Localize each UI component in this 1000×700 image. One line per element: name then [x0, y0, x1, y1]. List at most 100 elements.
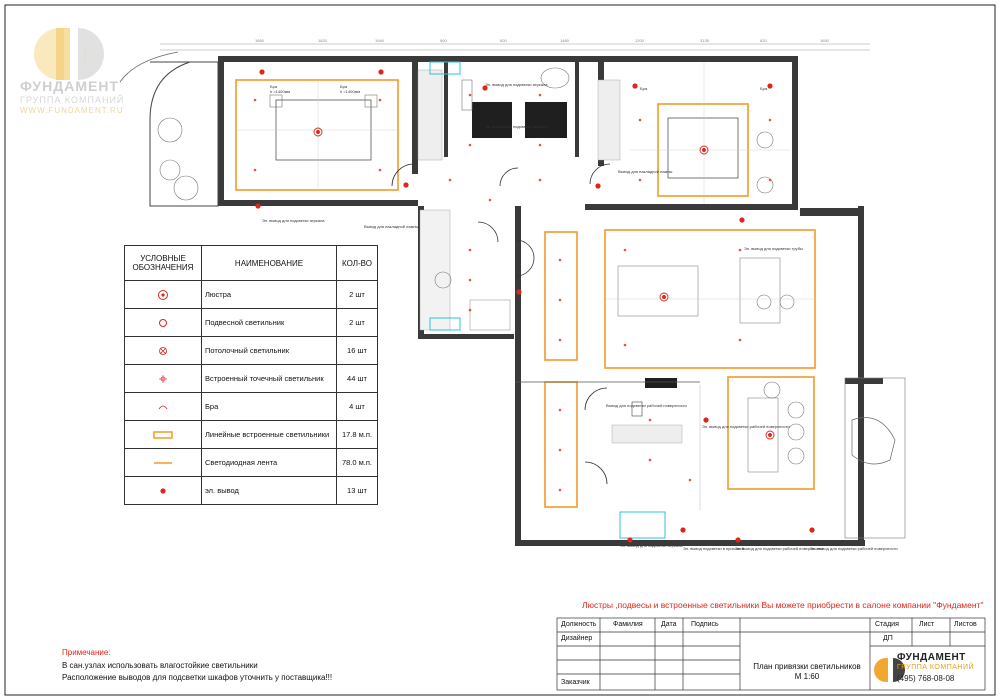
door: [477, 221, 499, 243]
bra-label: Бра: [760, 86, 768, 91]
chandelier-markers: [313, 127, 775, 440]
sheet-title-block: План привязки светильников М 1:60: [747, 662, 867, 682]
left-bedroom: [235, 79, 399, 191]
sconce-icon: [152, 400, 174, 414]
spot-light-markers: [253, 93, 772, 492]
tb-stage-value: ДП: [883, 635, 893, 642]
legend-name: Линейные встроенные светильники: [201, 420, 337, 449]
spot-light-icon: [152, 372, 174, 386]
legend-row: Светодиодная лента 78.0 м.п.: [124, 448, 378, 477]
bottom-out-label: Эл. вывод для подсветки рабочей поверхно…: [810, 546, 898, 551]
legend-name: Потолочный светильник: [201, 336, 337, 365]
lamp-out-label: Вывод для накладной лампы: [618, 169, 673, 174]
right-bedroom: [630, 62, 790, 204]
legend-name: Встроенный точечный светильник: [201, 364, 337, 393]
legend-qty: 44 шт: [336, 364, 378, 393]
tb-stage-header: Стадия: [875, 621, 899, 628]
brand-group: ГРУППА КОМПАНИЙ: [897, 664, 975, 671]
dim-label: 1620: [318, 38, 328, 43]
logo-group-label: ГРУППА КОМПАНИЙ: [20, 95, 125, 105]
legend-qty: 2 шт: [336, 280, 378, 309]
balcony-furniture: [157, 117, 199, 201]
vanity-dark: [472, 102, 512, 138]
bed: [667, 117, 739, 179]
tb-sheet-header: Лист: [919, 621, 935, 628]
legend-name: Люстра: [201, 280, 337, 309]
legend-row: Люстра 2 шт: [124, 280, 378, 309]
legend-qty: 17.8 м.п.: [336, 420, 378, 449]
balcony-right-wall: [800, 208, 860, 216]
central-bathroom: [429, 61, 570, 138]
brand-mark-icon: [874, 656, 905, 684]
door: [499, 167, 519, 187]
dim-label: 1650: [820, 38, 830, 43]
logo-company-name: ФУНДАМЕНТ: [20, 78, 119, 94]
living-room: [544, 229, 816, 369]
tube-out-label: Эл. вывод для подсветки трубы: [744, 246, 803, 251]
mirror-out-label: Эл. вывод для подсветки зеркала: [485, 124, 548, 129]
tb-col-date: Дата: [661, 621, 677, 628]
legend-name: эл. вывод: [201, 476, 337, 505]
air-vent-icon: [619, 511, 666, 539]
legend-table: УСЛОВНЫЕ ОБОЗНАЧЕНИЯ НАИМЕНОВАНИЕ КОЛ-ВО…: [124, 245, 378, 505]
kitchen-island: [747, 397, 779, 473]
tb-designer: Дизайнер: [561, 635, 593, 642]
legend-qty: 4 шт: [336, 392, 378, 421]
bra-label: Бра: [340, 84, 348, 89]
legend-row: эл. вывод 13 шт: [124, 476, 378, 505]
top-dimensions: [160, 43, 870, 51]
vanity-dark: [525, 102, 567, 138]
legend-row: Линейные встроенные светильники 17.8 м.п…: [124, 420, 378, 449]
note-line: Расположение выводов для подсветки шкафо…: [62, 673, 333, 682]
legend-name: Бра: [201, 392, 337, 421]
note-title: Примечание:: [62, 648, 111, 657]
legend-row: Подвесной светильник 2 шт: [124, 308, 378, 337]
electric-outlet-markers: [255, 69, 815, 543]
legend-name: Подвесной светильник: [201, 308, 337, 337]
linear-light-icon: [152, 428, 174, 442]
plan-labels: Бра h =1400мм Бра h =1400мм Бра Бра Эл. …: [262, 82, 898, 551]
legend-qty: 2 шт: [336, 308, 378, 337]
door: [589, 163, 611, 185]
air-vent-icon: [429, 317, 461, 331]
linear-light-frame: [544, 381, 578, 508]
dim-label: 620: [760, 38, 767, 43]
door: [391, 163, 415, 187]
led-strip-icon: [152, 456, 174, 470]
bra-height-label: h =1400мм: [340, 89, 360, 94]
linear-light-frame: [544, 231, 578, 361]
tb-col-position: Должность: [561, 621, 597, 628]
doors: [391, 163, 611, 485]
wardrobe-hatch: [417, 69, 683, 444]
bra-label: Бра: [270, 84, 278, 89]
legend-row: Потолочный светильник 16 шт: [124, 336, 378, 365]
tb-col-surname: Фамилия: [613, 621, 643, 628]
dining-table: [739, 257, 781, 324]
dim-label: 3135: [700, 38, 710, 43]
table-out-label: Эл. вывод для подсветки рабочей поверхно…: [702, 424, 790, 429]
legend-header: УСЛОВНЫЕ ОБОЗНАЧЕНИЯ: [124, 245, 202, 281]
legend-header: НАИМЕНОВАНИЕ: [201, 245, 337, 281]
pendant-light-icon: [152, 316, 174, 330]
dim-label: 1660: [255, 38, 265, 43]
legend-qty: 13 шт: [336, 476, 378, 505]
legend-row: Бра 4 шт: [124, 392, 378, 421]
note-line: В сан.узлах использовать влагостойкие св…: [62, 661, 258, 670]
tb-sheets-header: Листов: [954, 621, 977, 628]
bottom-out-label: Эл. вывод для подсветки зеркала: [620, 543, 683, 548]
legend-row: Встроенный точечный светильник 44 шт: [124, 364, 378, 393]
sheet-frame: [4, 4, 996, 696]
dim-label: 1200: [635, 38, 645, 43]
sheet-scale: М 1:60: [794, 672, 820, 681]
door: [584, 387, 608, 411]
ceiling-light-icon: [152, 344, 174, 358]
mirror-out-label: Эл. вывод для подсветки зеркала: [262, 218, 325, 223]
electric-outlet-icon: [152, 484, 174, 498]
bottom-out-label: Эл. вывод для подсветки рабочей поверхно…: [735, 546, 823, 551]
tb-col-signature: Подпись: [691, 621, 719, 628]
sheet-title: План привязки светильников: [753, 662, 861, 671]
door: [584, 461, 608, 485]
title-block-lines: [556, 617, 986, 691]
